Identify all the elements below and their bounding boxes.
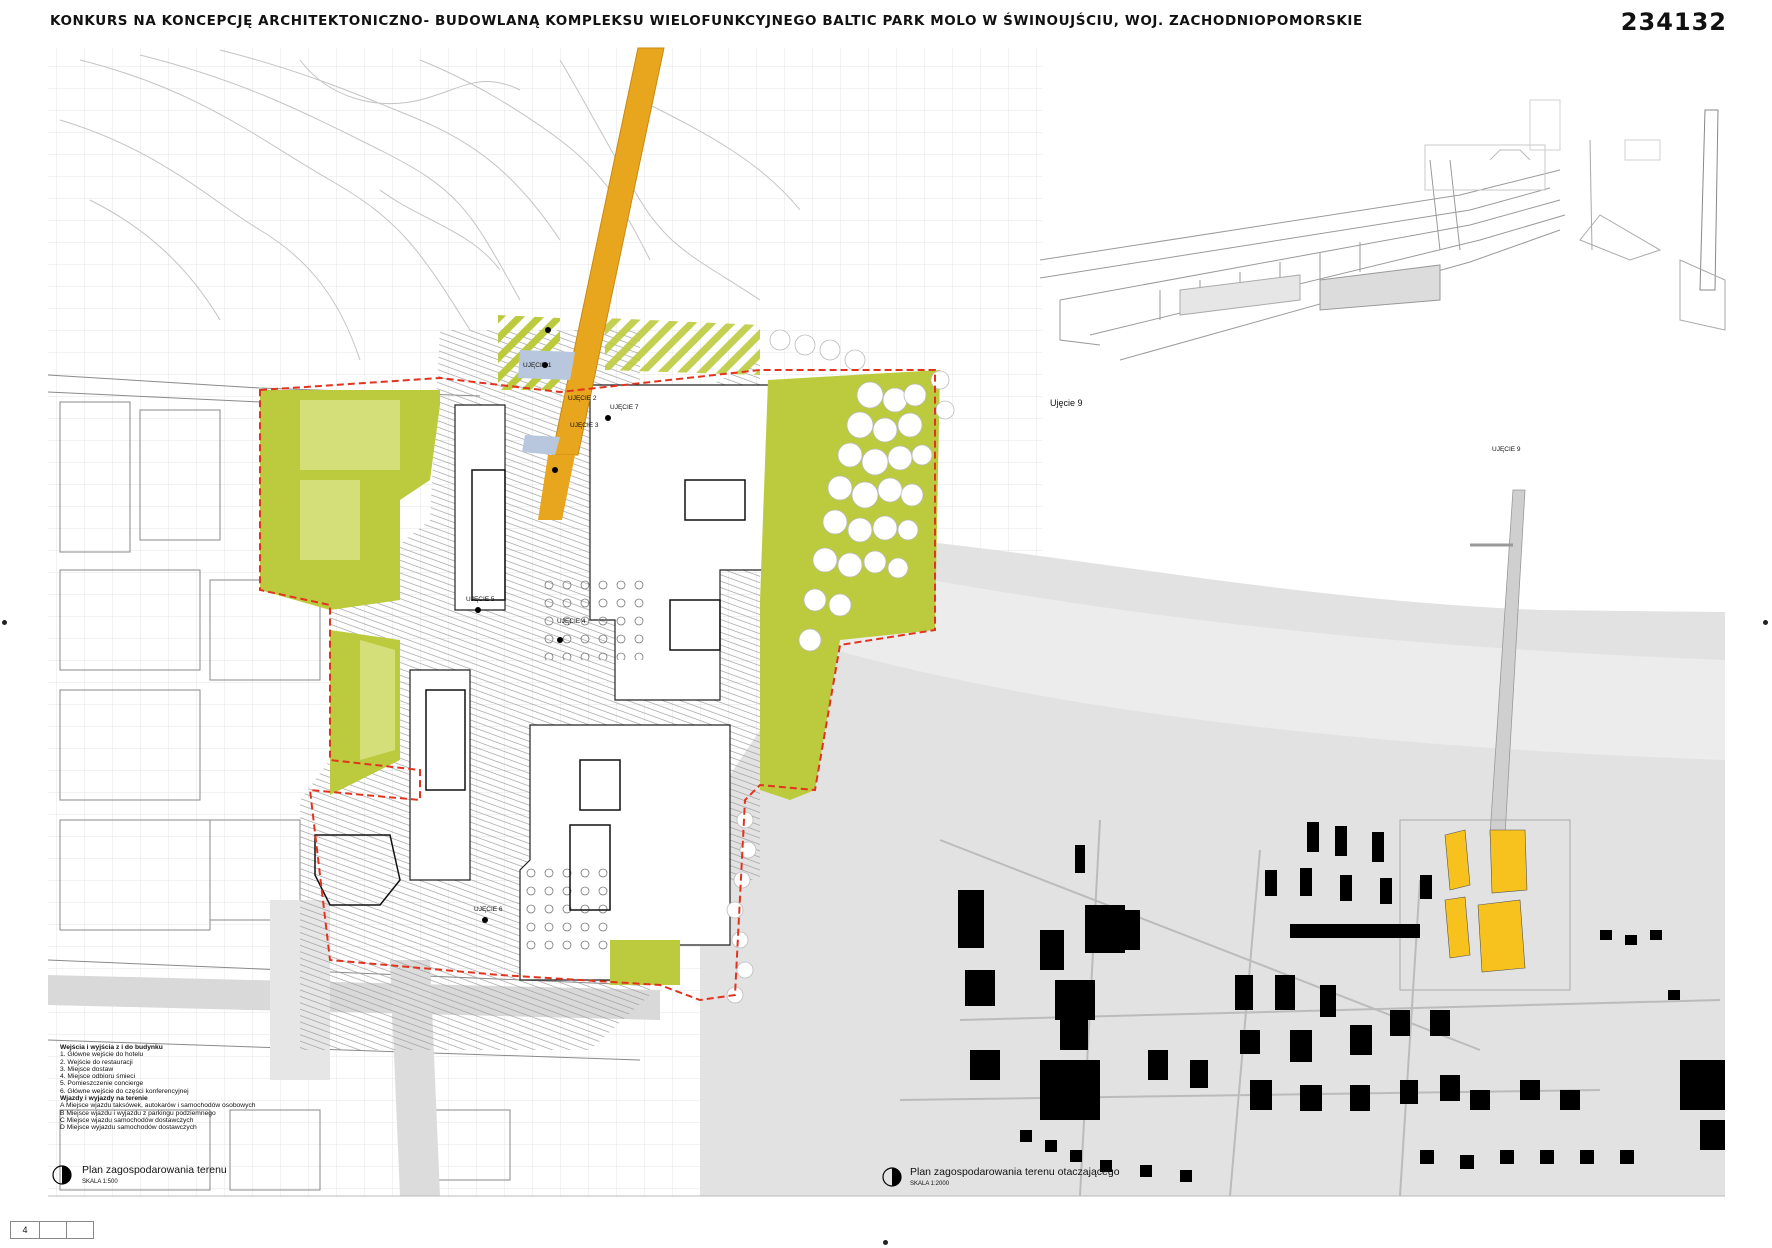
registration-mark: [1763, 620, 1768, 625]
viewpoint-label: UJĘCIE 7: [610, 404, 639, 411]
registration-mark: [2, 620, 7, 625]
page-number-box: 4: [10, 1221, 94, 1239]
legend: Wejścia i wyjścia z i do budynku 1. Głów…: [60, 1044, 256, 1132]
site-plan-caption: Plan zagospodarowania terenu: [82, 1164, 227, 1176]
legend-item: 3. Miejsce dostaw: [60, 1065, 114, 1073]
viewpoint-label: UJĘCIE 1: [523, 362, 552, 369]
page-box-cell: [40, 1222, 67, 1238]
site-plan: [259, 47, 955, 1050]
legend-heading-vehicles: Wjazdy i wyjazdy na terenie: [60, 1095, 148, 1103]
context-plan-scale: SKALA 1:2000: [910, 1181, 950, 1187]
site-plan-scale: SKALA 1:500: [82, 1179, 118, 1185]
viewpoint-label: UJĘCIE 6: [474, 906, 503, 913]
context-map: [700, 489, 1725, 1197]
legend-item: 2. Wejście do restauracji: [60, 1058, 133, 1066]
viewpoint-label: UJĘCIE 5: [466, 596, 495, 603]
context-plan-caption: Plan zagospodarowania terenu otaczająceg…: [910, 1166, 1120, 1178]
perspective-view: [1039, 99, 1726, 361]
legend-item: 1. Główne wejście do hotelu: [60, 1051, 144, 1059]
legend-item: D Miejsce wyjazdu samochodów dostawczych: [60, 1124, 197, 1132]
viewpoint-label: UJĘCIE 9: [1492, 446, 1521, 453]
registration-mark: [883, 1240, 888, 1245]
legend-item: A Miejsce wjazdu taksówek, autokarów i s…: [60, 1102, 256, 1110]
legend-heading-entrances: Wejścia i wyjścia z i do budynku: [60, 1044, 163, 1051]
legend-item: 4. Miejsce odbioru śmieci: [60, 1073, 136, 1081]
perspective-caption: Ujęcie 9: [1050, 398, 1083, 408]
legend-item: B Miejsce wjazdu i wyjazdu z parkingu po…: [60, 1109, 216, 1117]
site-boundary: [259, 369, 936, 1002]
tree-canopy: [726, 329, 955, 1004]
page-box-cell: [67, 1222, 93, 1238]
legend-item: C Miejsce wjazdu samochodów dostawczych: [60, 1116, 194, 1124]
viewpoint-label: UJĘCIE 3: [570, 422, 599, 429]
page-title: KONKURS NA KONCEPCJĘ ARCHITEKTONICZNO- B…: [50, 13, 1363, 29]
legend-item: 6. Główne wejście do części konferencyjn…: [60, 1087, 189, 1095]
viewpoint-label: UJĘCIE 2: [568, 395, 597, 402]
viewpoint-label: UJĘCIE 4: [557, 618, 586, 625]
competition-code: 234132: [1620, 8, 1727, 36]
page-number: 4: [11, 1222, 40, 1238]
legend-item: 5. Pomieszczenie concierge: [60, 1080, 144, 1088]
